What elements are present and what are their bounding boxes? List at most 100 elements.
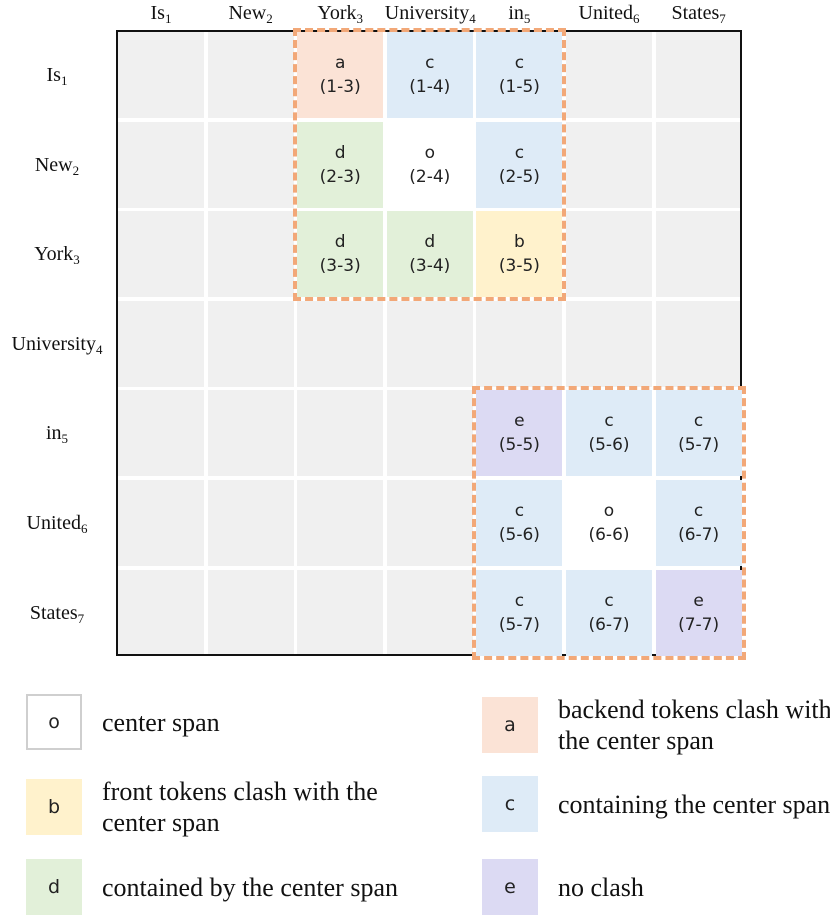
column-header-in-index: 5 xyxy=(523,11,531,26)
empty-cell xyxy=(207,211,294,298)
column-header-in-text: in xyxy=(508,2,524,24)
span-cell-2-5: c(2-5) xyxy=(476,121,563,208)
legend-swatch-d: d xyxy=(26,859,82,915)
empty-cell xyxy=(118,300,204,387)
empty-cell xyxy=(386,480,473,566)
row-header-united: United6 xyxy=(2,511,112,541)
column-header-new-text: New xyxy=(228,2,267,24)
row-header-in-index: 5 xyxy=(61,431,69,447)
span-cell-1-3: a(1-3) xyxy=(297,32,384,118)
cell-type-label: c xyxy=(514,590,525,611)
cell-span-label: (3-5) xyxy=(498,256,540,277)
row-header-york: York3 xyxy=(2,242,112,272)
column-header-states-text: States xyxy=(671,2,720,24)
cell-span-label: (2-3) xyxy=(319,166,361,187)
cell-span-label: (1-5) xyxy=(498,77,540,97)
cell-type-label: d xyxy=(424,232,436,253)
empty-cell xyxy=(118,390,204,477)
empty-cell xyxy=(118,211,204,298)
empty-cell xyxy=(566,121,652,208)
empty-cell xyxy=(297,300,384,387)
span-cell-6-6: o(6-6) xyxy=(566,480,652,566)
legend-label-e: no clash xyxy=(558,872,644,902)
legend-item-o: o center span xyxy=(26,694,402,750)
column-header-york-index: 3 xyxy=(356,11,363,26)
cell-type-label: c xyxy=(514,501,525,521)
column-header-new: New2 xyxy=(206,2,296,27)
legend-label-o: center span xyxy=(102,707,220,737)
cell-type-label: e xyxy=(514,411,525,432)
row-header-new-index: 2 xyxy=(72,162,80,178)
span-cell-2-4: o(2-4) xyxy=(386,121,473,208)
column-header-united: United6 xyxy=(564,2,654,27)
cell-type-label: c xyxy=(693,411,704,432)
column-header-university: University4 xyxy=(384,2,476,27)
column-header-united-index: 6 xyxy=(632,11,640,26)
cell-span-label: (2-5) xyxy=(498,166,540,187)
empty-cell xyxy=(297,569,384,654)
cell-type-label: c xyxy=(514,53,525,73)
column-header-university-text: University xyxy=(384,2,470,24)
legend-label-d: contained by the center span xyxy=(102,872,398,902)
legend-item-b: b front tokens clash with the center span xyxy=(26,776,402,838)
row-header-states: States7 xyxy=(2,601,112,631)
cell-type-label: e xyxy=(693,590,704,611)
cell-type-label: a xyxy=(334,53,346,73)
column-header-is-text: Is xyxy=(150,2,165,24)
empty-cell xyxy=(207,569,294,654)
row-header-new-text: New xyxy=(34,153,73,176)
span-cell-3-5: b (3-5) xyxy=(476,211,563,298)
empty-cell xyxy=(386,300,473,387)
row-header-in-text: in xyxy=(45,422,62,445)
cell-span-label: (5-6) xyxy=(588,435,630,456)
cell-type-label: b xyxy=(513,232,525,253)
cell-span-label: (5-7) xyxy=(678,435,720,456)
span-matrix: a(1-3)c(1-4)c(1-5)d(2-3)o(2-4)c(2-5)d(3-… xyxy=(116,30,742,656)
legend-label-b: front tokens clash with the center span xyxy=(102,777,378,837)
empty-cell xyxy=(118,121,204,208)
cell-span-label: (5-5) xyxy=(498,435,540,456)
empty-cell xyxy=(386,569,473,654)
cell-type-label: d xyxy=(334,142,346,163)
empty-cell xyxy=(566,300,652,387)
span-cell-5-6: c(5-6) xyxy=(566,390,652,477)
cell-span-label: (6-6) xyxy=(588,525,630,545)
cell-type-label: c xyxy=(425,53,435,73)
span-cell-6-7: c(6-7) xyxy=(655,480,742,566)
row-header-in: in5 xyxy=(2,421,112,451)
empty-cell xyxy=(297,390,384,477)
cell-type-label: d xyxy=(334,232,346,253)
column-header-in: in5 xyxy=(474,2,564,27)
span-cell-2-3: d (2-3) xyxy=(297,121,384,208)
span-cell-7-7: e(7-7) xyxy=(655,569,742,656)
row-header-university: University4 xyxy=(2,332,112,362)
cell-span-label: (2-4) xyxy=(409,166,451,187)
span-cell-7-5: c(5-7) xyxy=(476,569,563,656)
span-cell-7-6: c (6-7) xyxy=(566,569,652,656)
cell-type-label: c xyxy=(693,501,704,521)
row-header-university-index: 4 xyxy=(95,341,103,357)
row-header-states-index: 7 xyxy=(77,610,85,626)
empty-cell xyxy=(118,480,204,566)
empty-cell xyxy=(207,32,294,118)
cell-type-label: c xyxy=(604,590,614,611)
empty-cell xyxy=(207,300,294,387)
row-header-united-index: 6 xyxy=(80,521,88,536)
cell-span-label: (6-7) xyxy=(588,614,630,635)
column-header-states-index: 7 xyxy=(719,11,726,26)
legend-swatch-b: b xyxy=(26,779,82,835)
legend-swatch-o: o xyxy=(26,694,82,750)
empty-cell xyxy=(655,121,740,208)
column-header-new-index: 2 xyxy=(266,11,273,26)
column-header-is-index: 1 xyxy=(164,11,172,26)
span-cell-6-5: c(5-6) xyxy=(476,480,563,566)
span-cell-5-5: e (5-5) xyxy=(476,390,563,477)
column-header-united-text: United xyxy=(578,2,633,24)
row-header-is: Is1 xyxy=(2,63,112,93)
legend-label-a: backend tokens clash with the center spa… xyxy=(558,695,830,755)
legend-item-d: d contained by the center span xyxy=(26,859,402,915)
column-header-is: Is1 xyxy=(116,2,206,27)
